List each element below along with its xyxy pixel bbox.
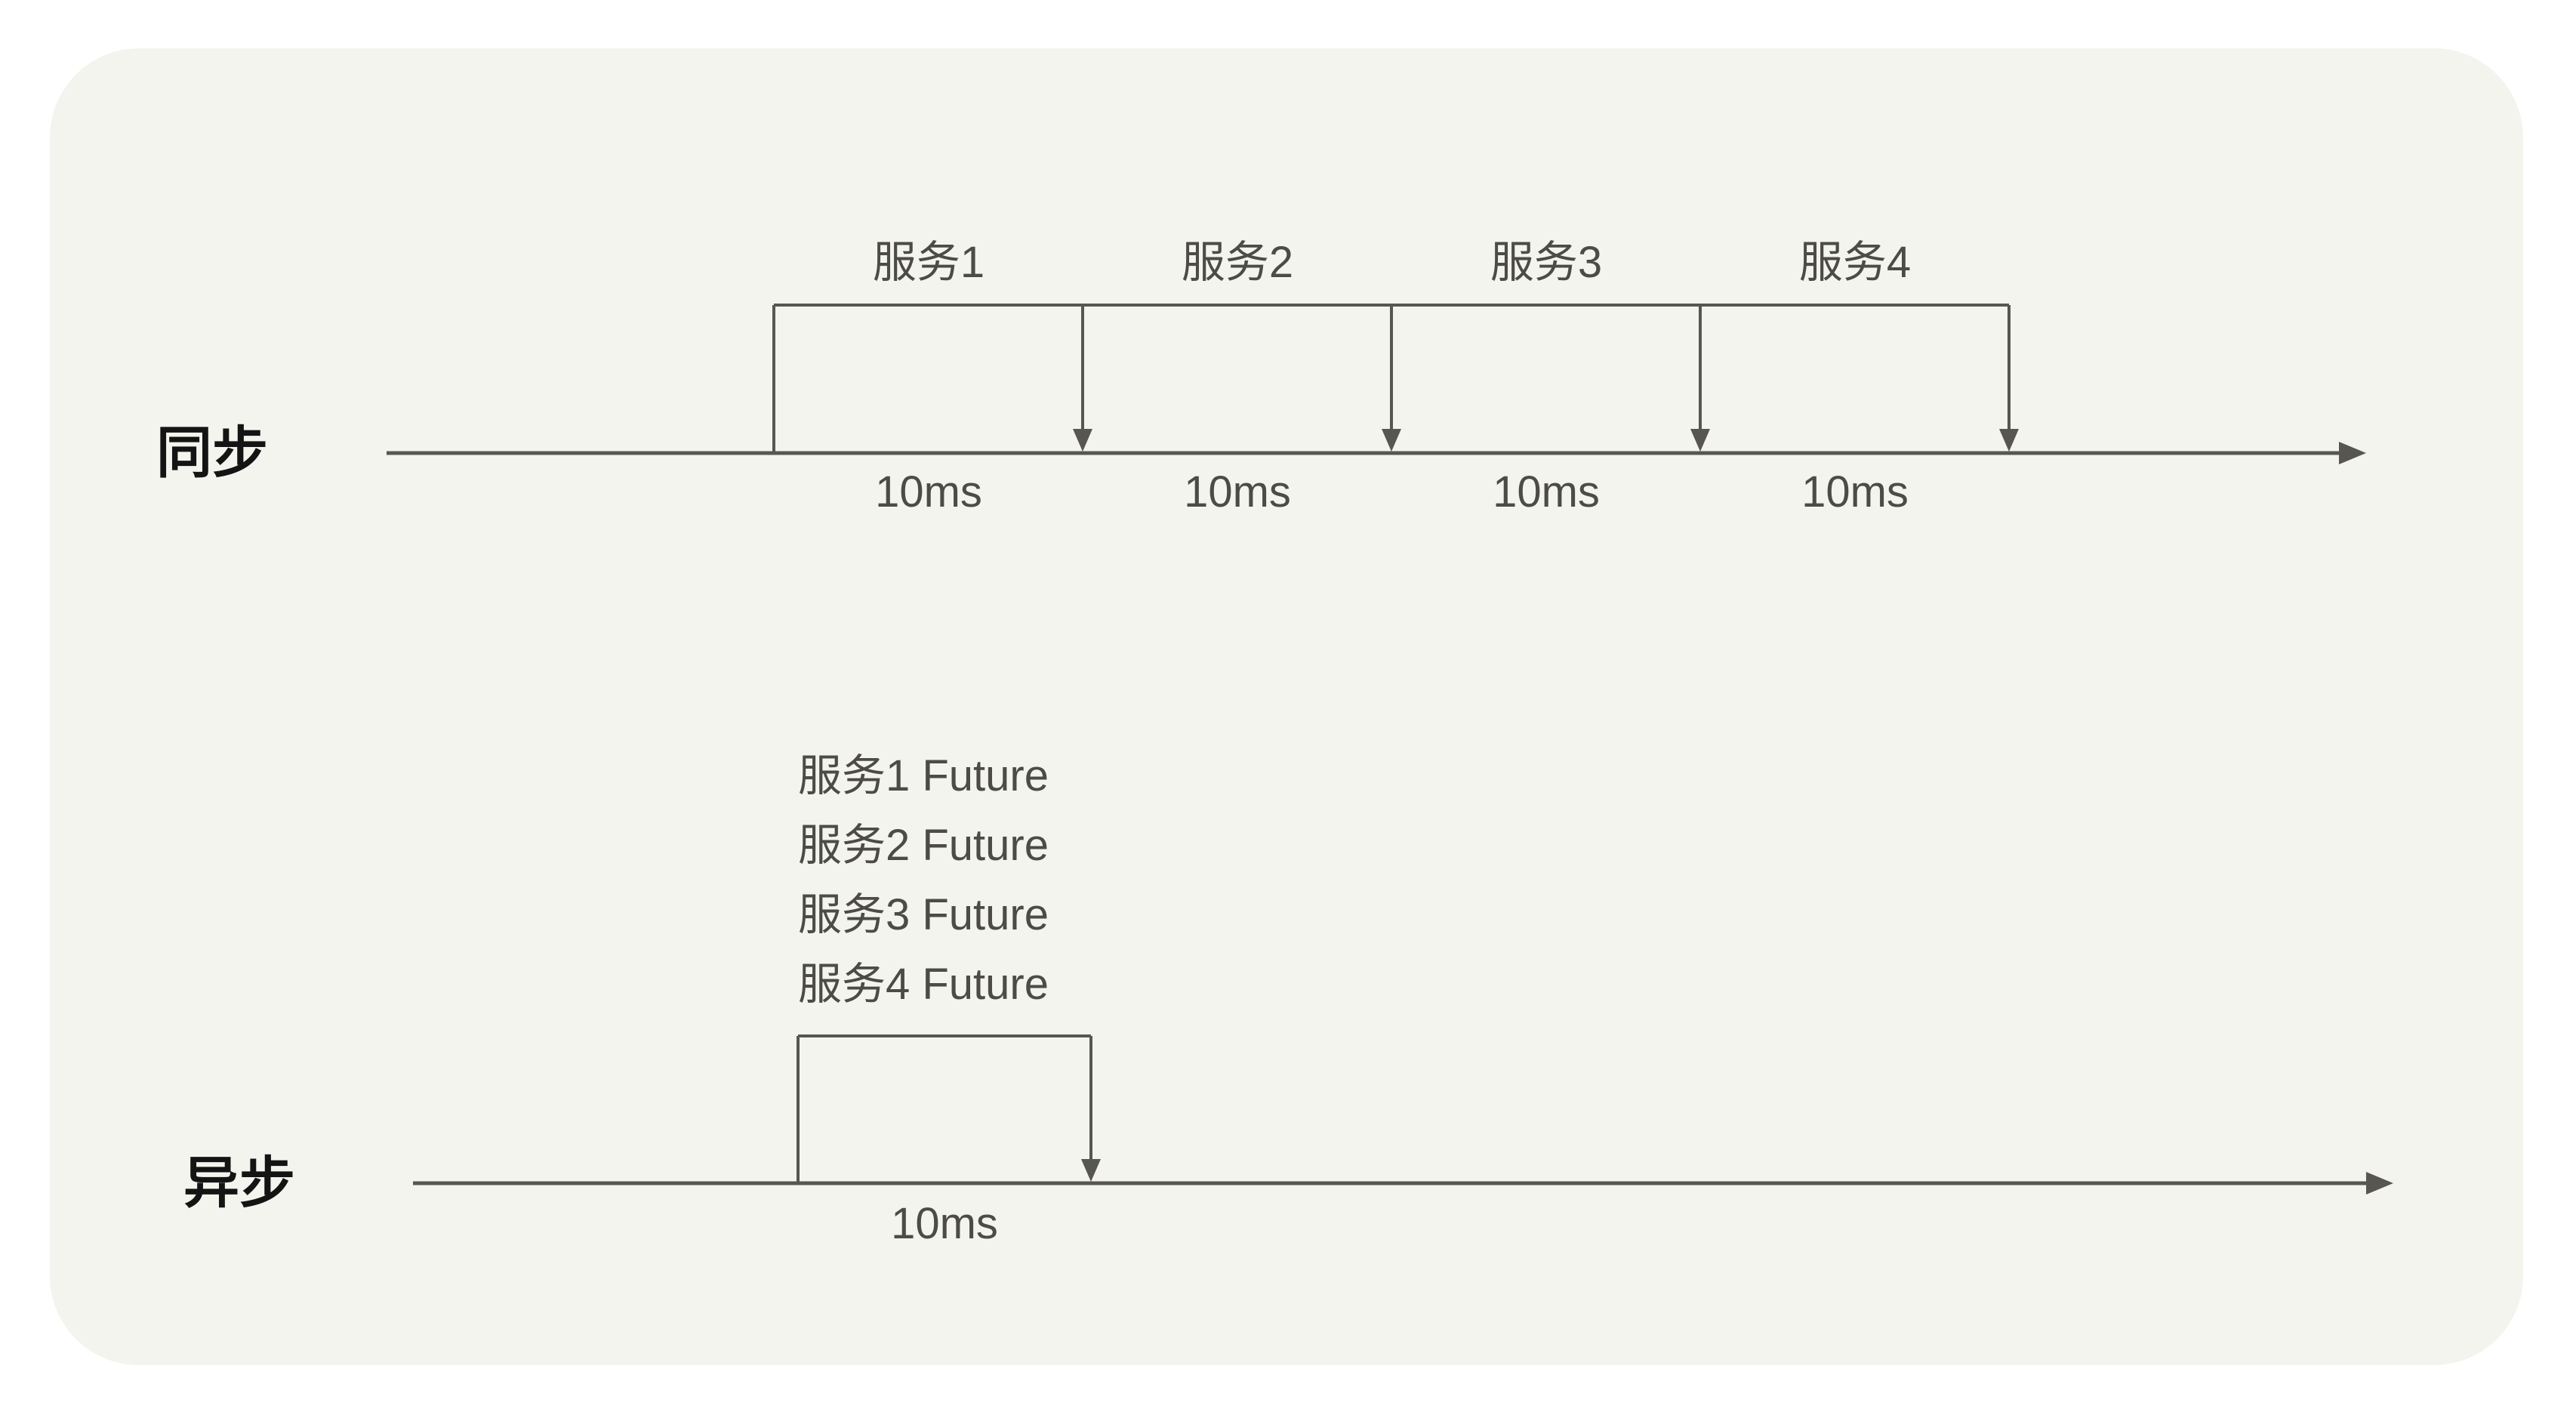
- service-label-4: 服务4: [1798, 238, 1912, 287]
- down-arrowhead-icon: [1073, 429, 1092, 452]
- sync-arrow-1: [1073, 305, 1092, 452]
- sync-duration-2: 10ms: [1184, 467, 1291, 516]
- future-label-2: 服务2 Future: [798, 821, 1049, 870]
- right-arrowhead-icon: [2339, 442, 2366, 464]
- sync-bracket: [772, 304, 2019, 453]
- sync-row-label: 同步: [156, 421, 268, 484]
- service-label-2: 服务2: [1181, 238, 1294, 287]
- async-bracket: [797, 1034, 1101, 1183]
- down-arrowhead-icon: [1081, 1159, 1101, 1182]
- service-label-3: 服务3: [1490, 238, 1603, 287]
- down-arrowhead-icon: [1999, 429, 2019, 452]
- sync-arrow-3: [1690, 305, 1710, 452]
- service-label-1: 服务1: [872, 238, 985, 287]
- right-arrowhead-icon: [2366, 1172, 2393, 1195]
- down-arrowhead-icon: [1690, 429, 1710, 452]
- down-arrowhead-icon: [1382, 429, 1401, 452]
- future-label-4: 服务4 Future: [798, 960, 1049, 1009]
- future-label-1: 服务1 Future: [798, 751, 1049, 800]
- sync-duration-3: 10ms: [1493, 467, 1600, 516]
- sync-timeline: [387, 442, 2366, 464]
- async-arrow: [1081, 1036, 1101, 1182]
- future-label-3: 服务3 Future: [798, 890, 1049, 939]
- sync-arrow-4: [1999, 305, 2019, 452]
- sync-duration-1: 10ms: [875, 467, 982, 516]
- async-duration: 10ms: [891, 1199, 998, 1248]
- async-timeline: [413, 1172, 2393, 1195]
- async-row-label: 异步: [183, 1151, 295, 1214]
- diagram-card: [50, 48, 2523, 1365]
- future-label-list: 服务1 Future 服务2 Future 服务3 Future 服务4 Fut…: [798, 741, 1049, 1019]
- sync-arrow-2: [1382, 305, 1401, 452]
- sync-duration-4: 10ms: [1801, 467, 1909, 516]
